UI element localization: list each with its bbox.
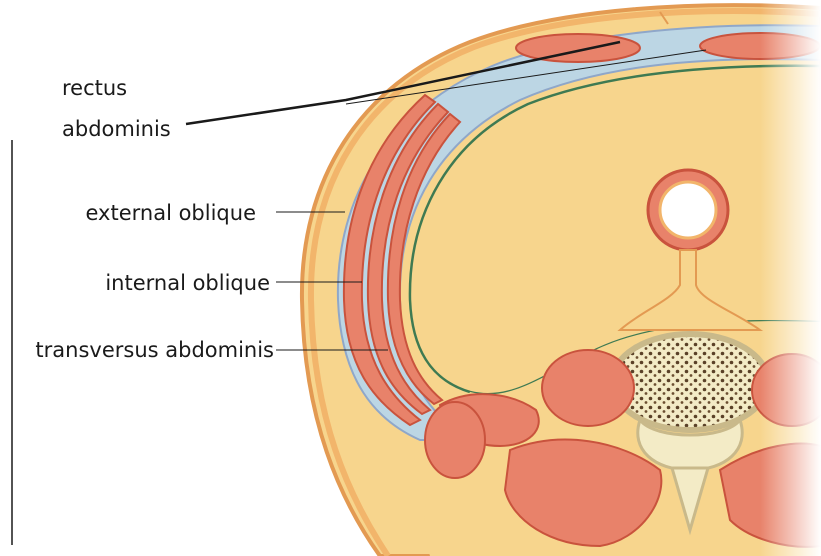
label-transversus-abdominis: transversus abdominis: [35, 338, 274, 362]
label-rectus: rectus: [62, 76, 127, 100]
label-abdominis: abdominis: [62, 117, 171, 141]
rectus-abdominis-left: [516, 34, 640, 62]
label-external-oblique: external oblique: [86, 201, 257, 225]
latissimus-lower: [425, 402, 485, 478]
psoas-muscle-left: [542, 350, 634, 426]
vertebral-body: [612, 334, 768, 430]
label-internal-oblique: internal oblique: [105, 271, 270, 295]
right-fade: [760, 0, 821, 556]
aorta-lumen: [660, 182, 716, 238]
